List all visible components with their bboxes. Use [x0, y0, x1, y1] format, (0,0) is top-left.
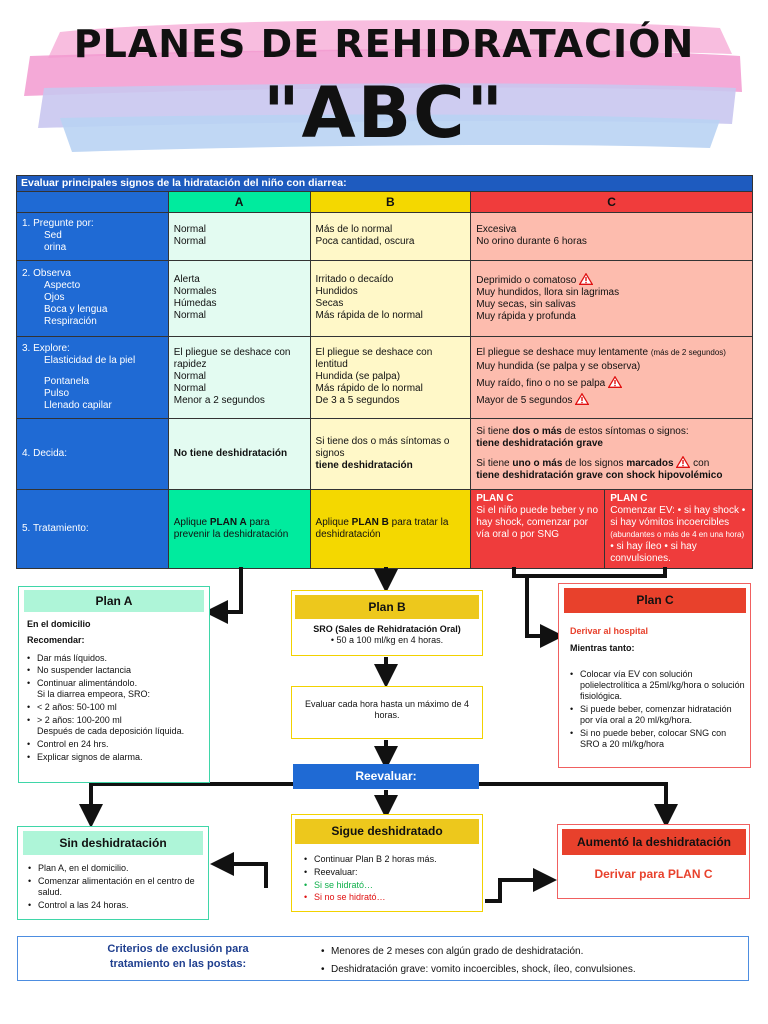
table-row: 5. Tratamiento: Aplique PLAN A para prev… — [16, 488, 753, 569]
page-title-abc: "ABC" — [263, 72, 505, 154]
list-item: Si puede beber, comenzar hidratación por… — [570, 704, 746, 727]
list-item: Dar más líquidos. — [27, 653, 207, 665]
table-row: 2. Observa Aspecto Ojos Boca y lengua Re… — [16, 259, 753, 337]
plan-b-title: Plan B — [295, 595, 479, 619]
warning-icon — [579, 273, 594, 286]
plan-a-title: Plan A — [24, 590, 204, 612]
table-caption: Evaluar principales signos de la hidrata… — [16, 175, 753, 192]
column-header-a: A — [167, 190, 311, 213]
column-header-b: B — [309, 190, 472, 213]
criterios-list: Menores de 2 meses con algún grado de de… — [321, 944, 741, 979]
warning-icon — [676, 455, 691, 468]
plan-a-box: Plan A En el domicilio Recomendar: Dar m… — [18, 586, 210, 783]
list-item: Plan A, en el domicilio. — [28, 863, 204, 875]
plan-b-box: Plan B SRO (Sales de Rehidratación Oral)… — [291, 590, 483, 656]
plan-c-box: Plan C Derivar al hospital Mientras tant… — [558, 583, 751, 768]
list-item: Si no se hidrató… — [304, 892, 480, 904]
list-item: No suspender lactancia — [27, 665, 207, 677]
sin-deshidratacion-title: Sin deshidratación — [23, 831, 203, 855]
list-item: Menores de 2 meses con algún grado de de… — [321, 944, 741, 960]
criterios-box: Criterios de exclusión para tratamiento … — [17, 936, 749, 981]
aumento-title: Aumentó la deshidratación — [562, 829, 746, 855]
column-header-c: C — [470, 190, 753, 213]
plan-b-eval-box: Evaluar cada hora hasta un máximo de 4 h… — [291, 686, 483, 739]
plan-a-list: Dar más líquidos. No suspender lactancia… — [27, 653, 207, 764]
plan-c-list: Colocar vía EV con solución polielectrol… — [570, 669, 746, 751]
hydration-signs-table: Evaluar principales signos de la hidrata… — [16, 175, 753, 569]
sigue-deshidratado-box: Sigue deshidratado Continuar Plan B 2 ho… — [291, 814, 483, 912]
table-row: 4. Decida: No tiene deshidratación Si ti… — [16, 417, 753, 490]
list-item: Continuar alimentándolo.Si la diarrea em… — [27, 678, 207, 701]
sigue-deshidratado-title: Sigue deshidratado — [295, 819, 479, 844]
list-item: Control a las 24 horas. — [28, 900, 204, 912]
list-item: Continuar Plan B 2 horas más. — [304, 854, 480, 866]
sin-deshidratacion-list: Plan A, en el domicilio. Comenzar alimen… — [28, 863, 204, 913]
title-brush-background — [24, 20, 742, 152]
list-item: Explicar signos de alarma. — [27, 752, 207, 764]
list-item: Si no puede beber, colocar SNG con SRO a… — [570, 728, 746, 751]
aumento-body: Derivar para PLAN C — [594, 867, 713, 881]
list-item: Control en 24 hrs. — [27, 739, 207, 751]
warning-icon — [608, 376, 623, 389]
list-item: Deshidratación grave: vomito incoercible… — [321, 962, 741, 978]
criterios-title: Criterios de exclusión para tratamiento … — [107, 943, 249, 971]
list-item: Comenzar alimentación en el centro de sa… — [28, 876, 204, 899]
page-title: PLANES DE REHIDRATACIÓN — [73, 22, 695, 66]
list-item: Si se hidrató… — [304, 880, 480, 892]
sigue-list: Continuar Plan B 2 horas más. Reevaluar:… — [304, 854, 480, 905]
list-item: Colocar vía EV con solución polielectrol… — [570, 669, 746, 703]
reevaluar-bar: Reevaluar: — [293, 764, 479, 789]
aumento-box: Aumentó la deshidratación Derivar para P… — [557, 824, 750, 899]
table-row: 3. Explore: Elasticidad de la piel Ponta… — [16, 335, 753, 419]
list-item: Reevaluar: — [304, 867, 480, 879]
plan-c-title: Plan C — [564, 588, 746, 613]
warning-icon — [575, 393, 590, 406]
sin-deshidratacion-box: Sin deshidratación Plan A, en el domicil… — [17, 826, 209, 920]
list-item: < 2 años: 50-100 ml — [27, 702, 207, 714]
